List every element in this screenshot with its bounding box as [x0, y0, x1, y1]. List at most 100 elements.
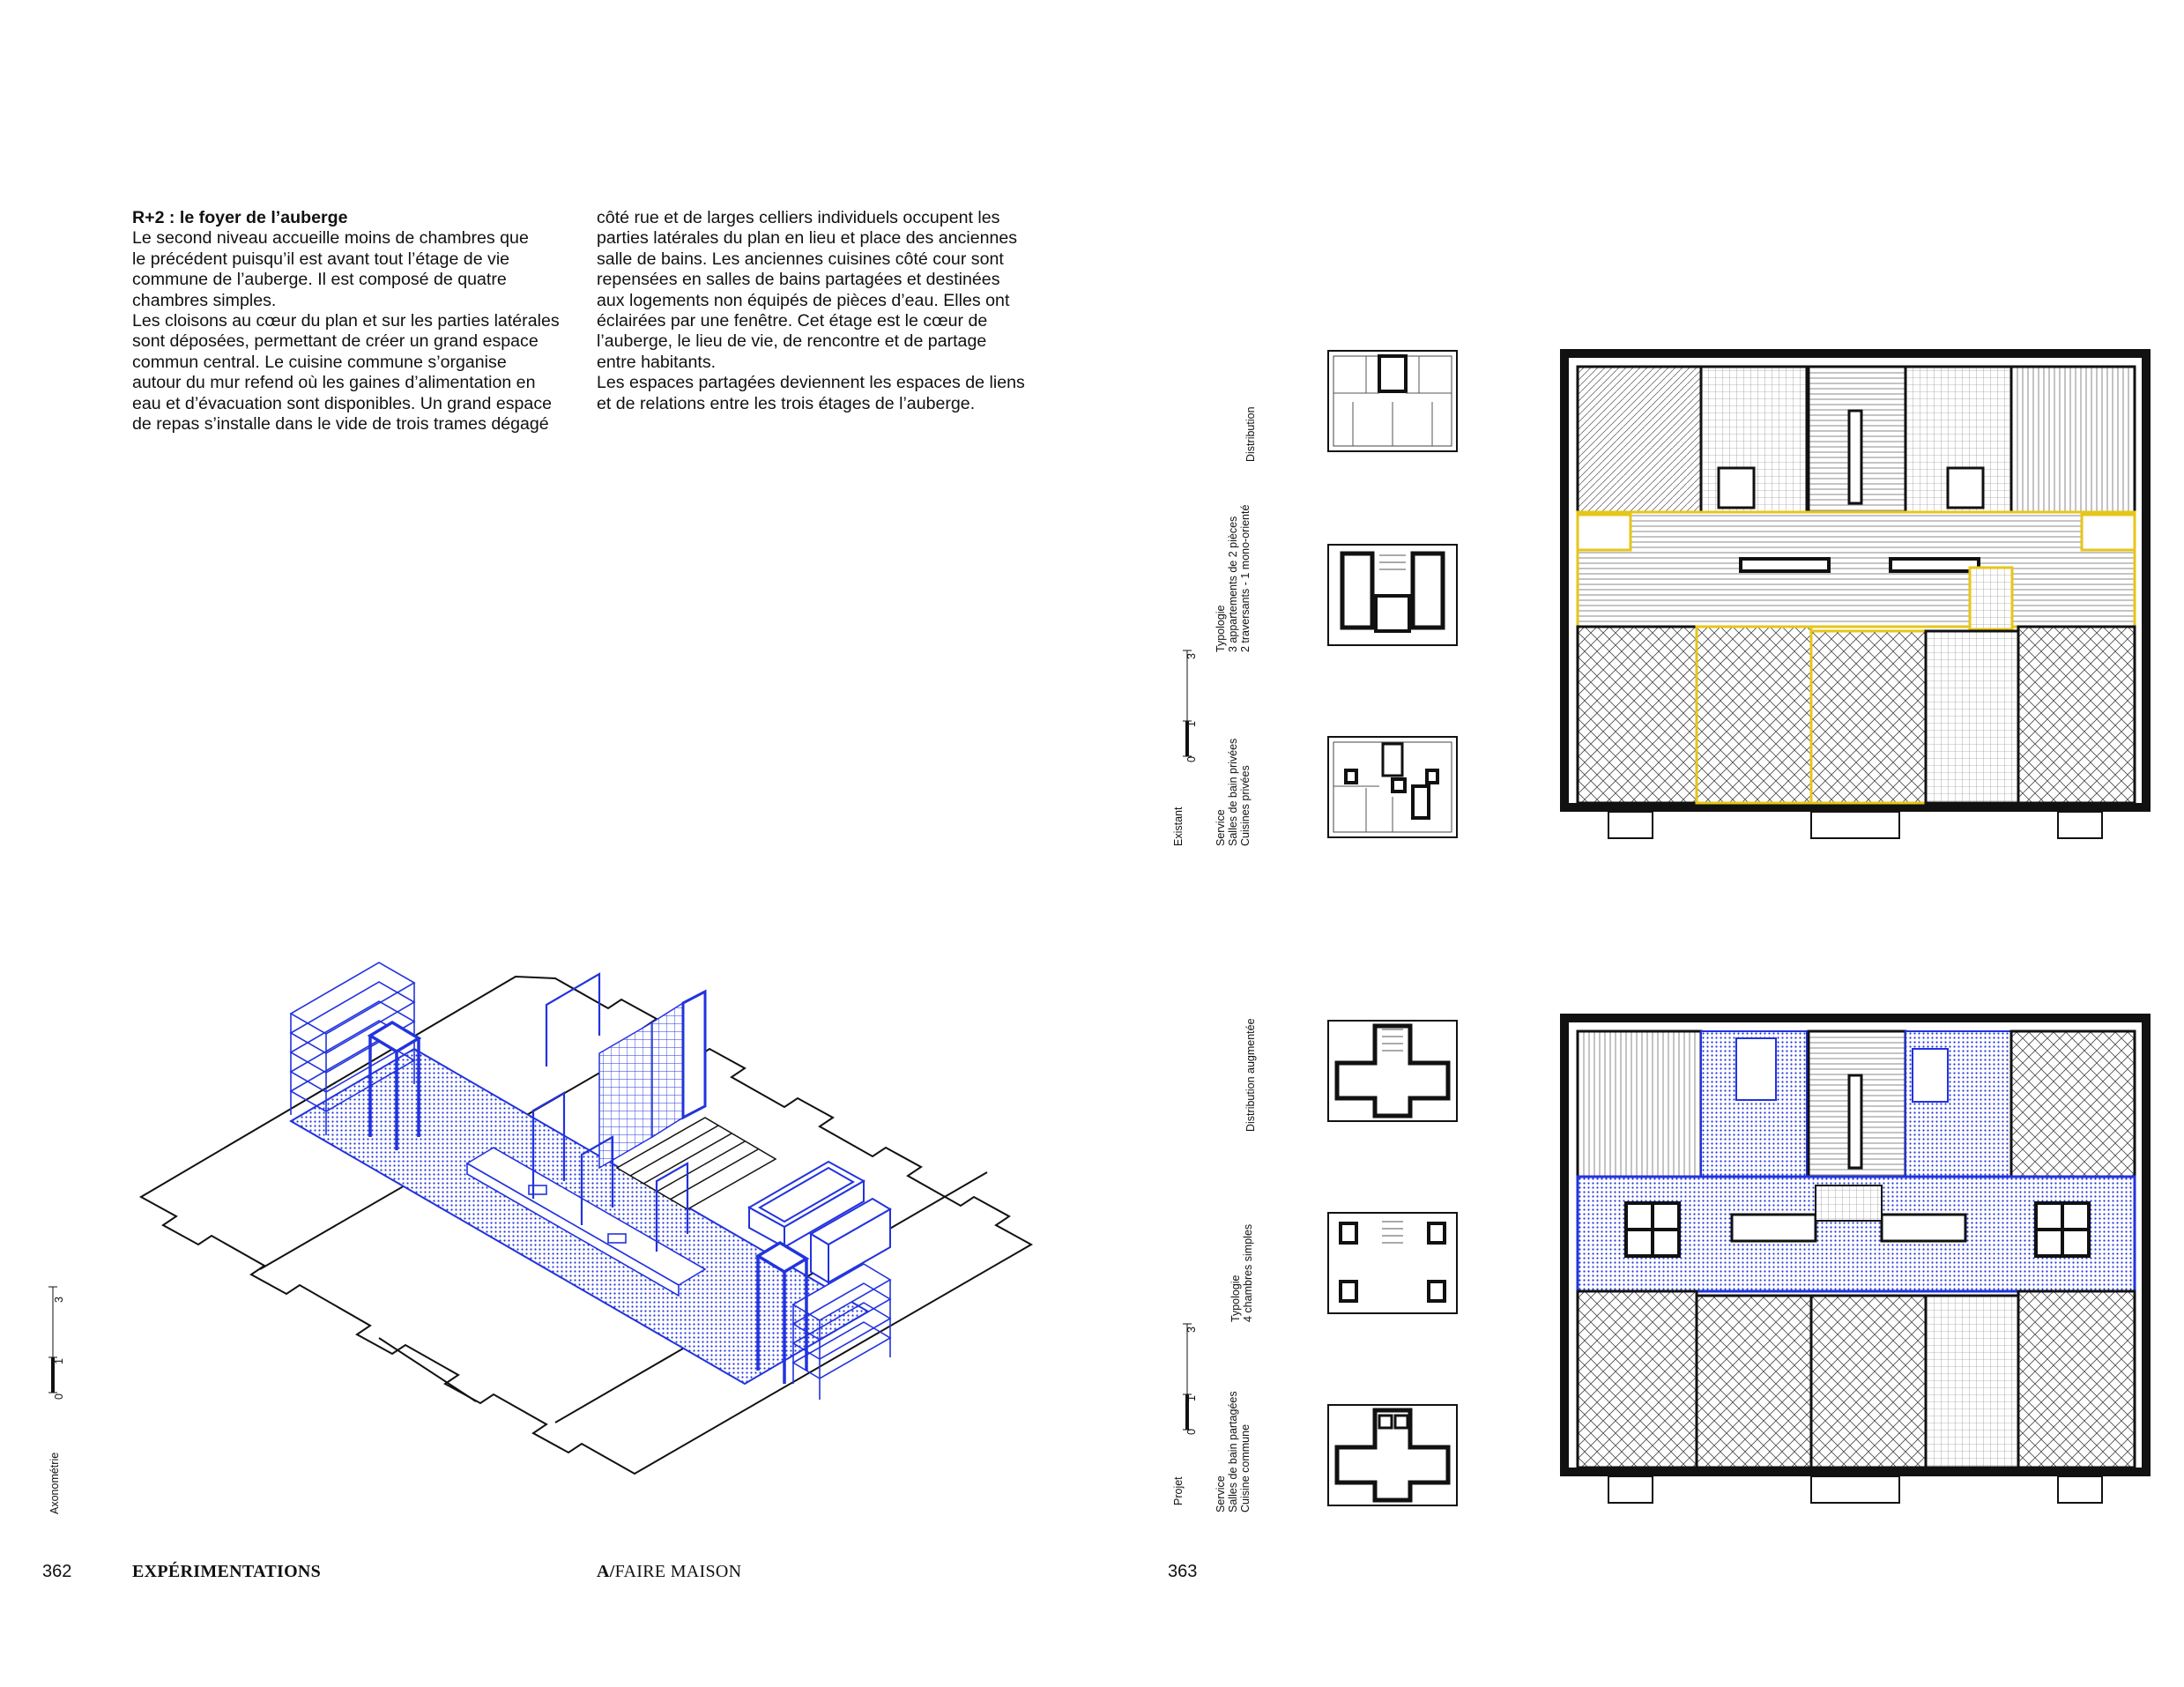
text-line: repensées en salles de bains partagées e…: [597, 270, 1000, 290]
label-projet-service: Service Salles de bain partagées Cuisine…: [1215, 1391, 1252, 1512]
room: [2009, 365, 2136, 514]
text-line: Les cloisons au cœur du plan et sur les …: [132, 311, 560, 331]
label-existant-distribution: Distribution: [1244, 406, 1257, 462]
section-title: EXPÉRIMENTATIONS: [132, 1562, 322, 1581]
corridor: [1576, 510, 2136, 628]
text-line: parties latérales du plan en lieu et pla…: [597, 228, 1018, 249]
room: [2017, 625, 2136, 805]
plan-existant: [1560, 349, 2151, 839]
brand: A/FAIRE MAISON: [597, 1562, 741, 1582]
section-heading: R+2 : le foyer de l’auberge: [132, 208, 348, 227]
room: [1924, 1294, 2020, 1469]
text-line: Service: [1215, 1475, 1227, 1512]
thumb-projet-distribution: [1327, 1020, 1458, 1122]
axo-column-right: [754, 1240, 810, 1384]
text-line: Typologie: [1215, 605, 1227, 652]
axo-tiled-wall-3: [681, 989, 707, 1120]
text-line: 3 appartements de 2 pièces: [1227, 516, 1239, 652]
thumb-projet-service: [1327, 1404, 1458, 1506]
text-line: eau et d’évacuation sont disponibles. Un…: [132, 393, 553, 413]
text-line: le précédent puisqu’il est avant tout l’…: [132, 249, 510, 269]
axo-kitchen-counter: [465, 1147, 707, 1297]
axonometrie-label: Axonométrie: [48, 1452, 61, 1514]
thumb-projet-typologie: [1327, 1212, 1458, 1314]
axo-shelving-left: [289, 962, 416, 1135]
kitchen-counter: [1730, 1213, 1817, 1243]
text-line: Typologie: [1229, 1275, 1242, 1322]
text-line: Cuisine commune: [1239, 1423, 1252, 1512]
label-existant-typologie: Typologie 3 appartements de 2 pièces 2 t…: [1215, 505, 1252, 652]
room: [1809, 629, 1928, 805]
text-line: salle de bains. Les anciennes cuisines c…: [597, 249, 1004, 269]
room: [1924, 629, 2020, 805]
scale-tick-1: 1: [1185, 1395, 1198, 1401]
text-line: et de relations entre les trois étages d…: [597, 393, 976, 413]
brand-name: FAIRE MAISON: [614, 1562, 742, 1581]
text-line: éclairées par une fenêtre. Cet étage est…: [597, 311, 988, 331]
plan-projet: [1560, 1014, 2151, 1504]
label-projet-distribution: Distribution augmentée: [1244, 1018, 1257, 1132]
text-line: entre habitants.: [597, 352, 717, 372]
text-line: 2 traversants - 1 mono-orienté: [1239, 504, 1252, 652]
axo-shelving-right: [791, 1263, 892, 1400]
text-line: Cuisines privées: [1239, 765, 1252, 846]
axo-tiled-wall-1: [598, 1021, 653, 1170]
scale-tick-3: 3: [1185, 653, 1198, 659]
label-existant-service: Service Salles de bain privées Cuisines …: [1215, 739, 1252, 846]
brand-prefix: A/: [597, 1562, 615, 1581]
label-projet-typologie: Typologie 4 chambres simples: [1229, 1224, 1254, 1322]
thumb-existant-service: [1327, 736, 1458, 838]
scale-tick-0: 0: [1185, 756, 1198, 762]
scale-tick-0: 0: [53, 1393, 65, 1400]
scale-tick-1: 1: [1185, 721, 1198, 727]
text-line: commune de l’auberge. Il est composé de …: [132, 270, 507, 290]
axo-column-left: [367, 1020, 422, 1150]
room: [1576, 1289, 1698, 1469]
text-line: 4 chambres simples: [1242, 1223, 1254, 1322]
room: [1576, 365, 1703, 514]
axo-scale-bar: [48, 1286, 57, 1393]
section-name: EXPÉRIMENTATIONS: [132, 1562, 321, 1582]
scale-bar-projet: [1183, 1323, 1192, 1431]
text-column-right: côté rue et de larges celliers individue…: [597, 208, 1037, 414]
kitchen-counter: [1880, 1213, 1967, 1243]
room: [2017, 1289, 2136, 1469]
text-column-left: R+2 : le foyer de l’auberge Le second ni…: [132, 208, 573, 435]
text-line: Salles de bain privées: [1227, 738, 1239, 846]
thumb-existant-typologie: [1327, 544, 1458, 646]
text-line: côté rue et de larges celliers individue…: [597, 208, 1000, 227]
text-line: Service: [1215, 809, 1227, 846]
label-projet: Projet: [1172, 1476, 1185, 1505]
text-line: Le second niveau accueille moins de cham…: [132, 228, 529, 249]
scale-tick-0: 0: [1185, 1429, 1198, 1435]
folio-right: 363: [1168, 1562, 1198, 1581]
thumb-existant-distribution: [1327, 350, 1458, 452]
text-line: sont déposées, permettant de créer un gr…: [132, 331, 539, 352]
scale-tick-3: 3: [53, 1297, 65, 1303]
axo-tiled-wall-2: [651, 1001, 684, 1139]
folio-left: 362: [42, 1562, 72, 1581]
text-line: commun central. Le cuisine commune s’org…: [132, 352, 507, 372]
text-line: l’auberge, le lieu de vie, de rencontre …: [597, 331, 987, 352]
axo-bathtub: [747, 1160, 866, 1249]
axo-washbasin: [809, 1197, 892, 1284]
axo-door-frames: [531, 972, 689, 1252]
scale-bar-existant: [1183, 650, 1192, 757]
scale-tick-3: 3: [1185, 1327, 1198, 1333]
room: [1695, 1294, 1813, 1469]
room: [1809, 1294, 1928, 1469]
text-line: de repas s’installe dans le vide de troi…: [132, 414, 549, 435]
room: [1576, 1029, 1703, 1178]
room: [2009, 1029, 2136, 1178]
text-line: chambres simples.: [132, 290, 277, 310]
room: [1576, 625, 1698, 805]
label-existant: Existant: [1172, 806, 1185, 846]
text-line: Les espaces partagées deviennent les esp…: [597, 373, 1025, 393]
text-line: autour du mur refend où les gaines d’ali…: [132, 373, 536, 393]
text-line: aux logements non équipés de pièces d’ea…: [597, 290, 1010, 310]
room: [1695, 625, 1813, 805]
col1-body: Le second niveau accueille moins de cham…: [132, 228, 573, 435]
scale-tick-1: 1: [53, 1358, 65, 1364]
text-line: Salles de bain partagées: [1227, 1391, 1239, 1512]
